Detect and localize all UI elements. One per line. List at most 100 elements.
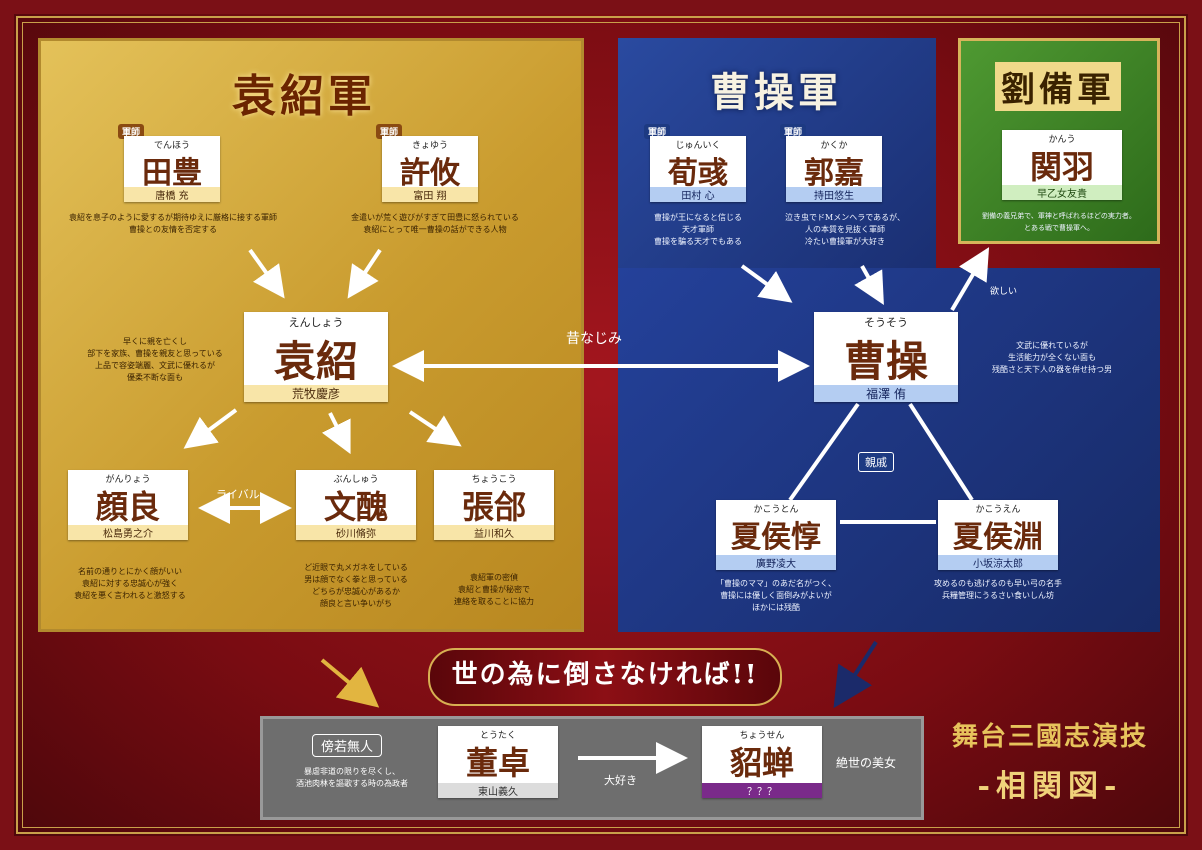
ruby: でんほう	[153, 141, 190, 151]
character-card-sousou[interactable]: そうそう 曹操 福澤 侑	[814, 312, 958, 402]
desc-line: 早くに親を亡くし	[123, 337, 187, 346]
ruby: ちょうせん	[739, 731, 785, 741]
ruby: かくか	[820, 141, 848, 151]
logo-title: 舞台三國志演技	[952, 722, 1149, 752]
actor-name: 田村 心	[650, 187, 746, 202]
desc-line: 天才軍師	[682, 225, 714, 234]
character-name: 董卓	[465, 744, 530, 782]
desc-line: 上品で容姿端麗、文武に優れるが	[95, 361, 215, 370]
desc-line: 袁紹と曹操が秘密で	[458, 585, 530, 594]
desc-line: ど近眼で丸メガネをしている	[304, 563, 408, 572]
actor-name: 松島勇之介	[68, 525, 188, 540]
cao-cao-army-title: 曹操軍	[710, 69, 842, 116]
actor-name: 益川和久	[434, 525, 554, 540]
desc-line: 曹操を騙る天才でもある	[654, 237, 742, 246]
old-friends-label: 昔なじみ	[566, 331, 622, 347]
logo-subtitle: -相関図-	[977, 769, 1123, 804]
want-label: 欲しい	[990, 287, 1018, 297]
ruby: じゅんいく	[675, 141, 721, 151]
character-name: 文醜	[323, 488, 388, 526]
character-name: 田豊	[142, 156, 202, 191]
beauty-label: 絶世の美女	[836, 756, 897, 770]
desc-kakoen: 攻めるのも逃げるのも早い弓の名手 兵糧管理にうるさい食いしん坊	[910, 578, 1086, 602]
relatives-label: 親戚	[858, 452, 894, 472]
ruby: ちょうこう	[471, 475, 517, 485]
character-card-ganryo[interactable]: がんりょう 顔良 松島勇之介	[68, 470, 188, 540]
character-name: 郭嘉	[804, 156, 864, 191]
actor-name: 砂川脩弥	[296, 525, 416, 540]
strategist-tag: 軍師	[644, 124, 671, 139]
desc-line: 袁紹を悪く言われると激怒する	[74, 591, 186, 600]
desc-line: 袁紹を息子のように愛するが期待ゆえに厳格に接する軍師	[69, 213, 277, 222]
desc-line: どちらが忠誠心があるか	[312, 587, 400, 596]
character-name: 曹操	[843, 337, 928, 386]
desc-line: 部下を家族、曹操を親友と思っている	[87, 349, 223, 358]
desc-tokutaku: 暴虐非道の限りを尽くし、 酒池肉林を謳歌する時の為政者	[272, 766, 432, 790]
desc-kakoton: 「曹操のママ」のあだ名がつく、 曹操には優しく面倒みがよいが ほかには残酷	[686, 578, 866, 614]
ruby: かこうえん	[975, 505, 1021, 515]
desc-line: 袁紹に対する忠誠心が強く	[82, 579, 178, 588]
liu-bei-army-title: 劉備軍	[995, 62, 1121, 111]
yuan-shao-army-title: 袁紹軍	[232, 71, 376, 122]
character-name: 貂蝉	[729, 744, 794, 782]
desc-denpo: 袁紹を息子のように愛するが期待ゆえに厳格に接する軍師 曹操との友情を否定する	[58, 212, 288, 236]
actor-name: 荒牧慶彦	[244, 385, 388, 402]
strategist-tag: 軍師	[376, 124, 403, 139]
desc-ensho: 早くに親を亡くし 部下を家族、曹操を親友と思っている 上品で容姿端麗、文武に優れ…	[70, 336, 240, 384]
actor-name: 東山義久	[438, 783, 558, 798]
character-card-kakoen[interactable]: かこうえん 夏侯淵 小坂涼太郎	[938, 500, 1058, 570]
character-card-kanu[interactable]: かんう 関羽 早乙女友貴	[1002, 130, 1122, 200]
ruby: そうそう	[864, 316, 908, 329]
ruby: えんしょう	[288, 316, 344, 329]
character-card-chosen[interactable]: ちょうせん 貂蝉 ？？？	[702, 726, 822, 798]
desc-line: 酒池肉林を謳歌する時の為政者	[296, 779, 408, 788]
character-name: 張郃	[461, 488, 526, 526]
desc-line: 冷たい曹操軍が大好き	[805, 237, 885, 246]
desc-line: 泣き虫でドMメンヘラであるが、	[785, 213, 905, 222]
tyrant-badge: 傍若無人	[312, 734, 383, 757]
desc-line: 兵糧管理にうるさい食いしん坊	[942, 591, 1054, 600]
desc-line: 文武に優れているが	[1016, 341, 1088, 350]
character-card-bunshu[interactable]: ぶんしゅう 文醜 砂川脩弥	[296, 470, 416, 540]
character-card-chouko[interactable]: ちょうこう 張郃 益川和久	[434, 470, 554, 540]
character-card-junik[interactable]: じゅんいく 荀彧 田村 心	[650, 136, 746, 202]
desc-line: 暴虐非道の限りを尽くし、	[304, 767, 400, 776]
desc-kyoyu: 金遣いが荒く遊びがすぎて田豊に怒られている 袁紹にとって唯一曹操の話ができる人物	[320, 212, 550, 236]
ruby: がんりょう	[105, 475, 151, 485]
character-card-kakuka[interactable]: かくか 郭嘉 持田悠生	[786, 136, 882, 202]
character-card-tokutaku[interactable]: とうたく 董卓 東山義久	[438, 726, 558, 798]
character-card-kyoyu[interactable]: きょゆう 許攸 富田 翔	[382, 136, 478, 202]
character-name: 夏侯惇	[731, 520, 821, 555]
desc-line: 「曹操のママ」のあだ名がつく、	[716, 579, 836, 588]
desc-line: 袁紹軍の密偵	[470, 573, 518, 582]
character-name: 夏侯淵	[953, 520, 1043, 555]
love-label: 大好き	[604, 774, 637, 787]
desc-line: 金遣いが荒く遊びがすぎて田豊に怒られている	[351, 213, 519, 222]
desc-line: 曹操には優しく面倒みがよいが	[720, 591, 832, 600]
character-card-denpo[interactable]: でんほう 田豊 唐橋 充	[124, 136, 220, 202]
strategist-tag: 軍師	[118, 124, 145, 139]
actor-name: 福澤 侑	[814, 385, 958, 402]
desc-line: 残酷さと天下人の器を併せ持つ男	[992, 365, 1112, 374]
actor-name: 小坂涼太郎	[938, 555, 1058, 570]
desc-ganryo: 名前の通りとにかく顔がいい 袁紹に対する忠誠心が強く 袁紹を悪く言われると激怒す…	[50, 566, 210, 602]
desc-line: とある戦で曹操軍へ。	[1024, 224, 1094, 232]
desc-line: 劉備の義兄弟で、軍神と呼ばれるほどの実力者。	[982, 212, 1136, 220]
show-logo: 舞台三國志演技 -相関図-	[952, 716, 1148, 812]
desc-junik: 曹操が王になると信じる 天才軍師 曹操を騙る天才でもある	[626, 212, 770, 248]
desc-line: 人の本質を見抜く軍師	[805, 225, 885, 234]
desc-line: 名前の通りとにかく顔がいい	[78, 567, 182, 576]
desc-sousou: 文武に優れているが 生活能力が全くない面も 残酷さと天下人の器を併せ持つ男	[962, 340, 1142, 376]
desc-line: 男は顔でなく拳と思っている	[304, 575, 408, 584]
character-card-ensho[interactable]: えんしょう 袁紹 荒牧慶彦	[244, 312, 388, 402]
desc-line: 袁紹にとって唯一曹操の話ができる人物	[363, 225, 507, 234]
character-name: 顔良	[95, 488, 160, 526]
ruby: とうたく	[479, 731, 516, 741]
rival-label: ライバル	[216, 488, 260, 501]
character-card-kakoton[interactable]: かこうとん 夏侯惇 廣野凌大	[716, 500, 836, 570]
actor-name: 富田 翔	[382, 187, 478, 202]
actor-name: 早乙女友貴	[1002, 185, 1122, 200]
actor-name: ？？？	[702, 783, 822, 798]
desc-line: 曹操が王になると信じる	[654, 213, 742, 222]
